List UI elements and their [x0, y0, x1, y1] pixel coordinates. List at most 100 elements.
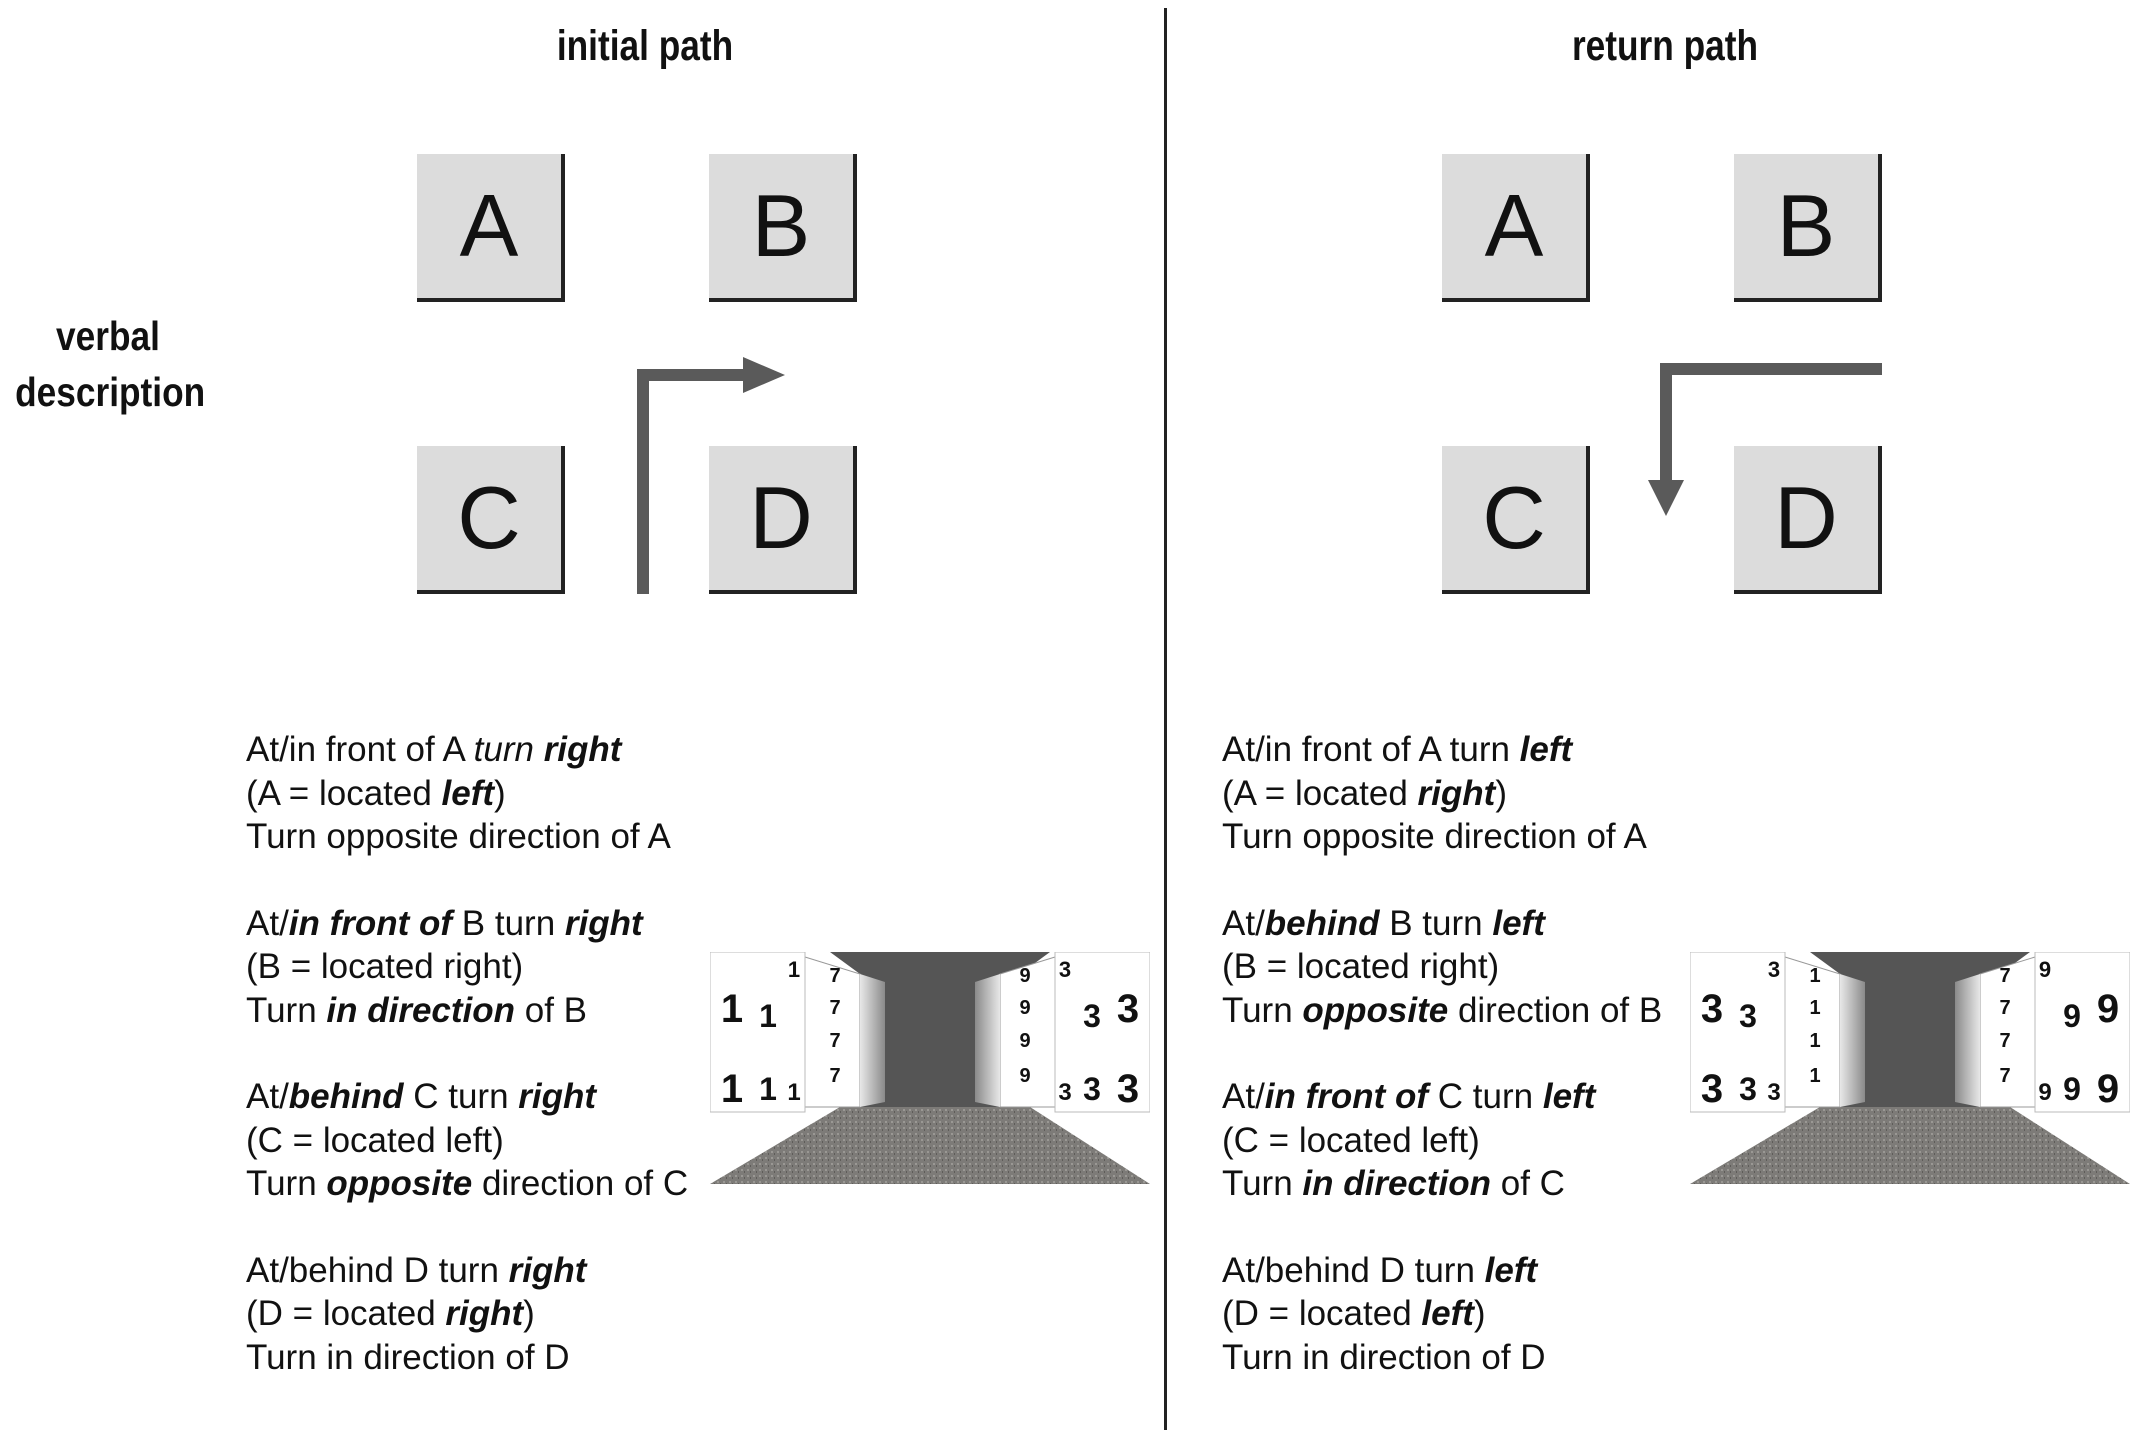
instruction-text: At/behind D turn [246, 1250, 509, 1290]
corridor-depth-wall-left [1840, 974, 1865, 1107]
instruction-text: left [1484, 1250, 1538, 1290]
instruction-text: right [518, 1077, 597, 1116]
instruction-text: opposite [326, 1164, 473, 1203]
box-c: C [417, 446, 565, 594]
wall-digit: 9 [1019, 1065, 1030, 1087]
instruction-text: (A = located [246, 773, 442, 813]
instruction-text: (C = located left) [1222, 1120, 1480, 1160]
instruction-group: At/behind C turn right(C = located left)… [246, 1075, 706, 1206]
instruction-text: left [441, 773, 495, 813]
wall-digit: 3 [1701, 1067, 1723, 1111]
instruction-text: At/ [246, 1077, 289, 1116]
instruction-text: ) [494, 773, 506, 813]
wall-digit: 7 [829, 1065, 840, 1087]
instruction-text: in direction [326, 990, 516, 1030]
instruction-line: At/behind C turn right [246, 1075, 706, 1119]
instruction-line: Turn opposite direction of C [246, 1162, 706, 1206]
wall-digit: 3 [1767, 1079, 1780, 1106]
instruction-line: Turn in direction of D [1222, 1336, 1682, 1380]
instruction-text: At/ [1222, 903, 1265, 943]
instruction-group: At/in front of A turn right(A = located … [246, 728, 706, 859]
instruction-group: At/in front of B turn right (B = located … [246, 902, 706, 1033]
wall-digit: 9 [1019, 1030, 1030, 1052]
instruction-text: Turn [1222, 990, 1303, 1030]
instruction-line: At/behind B turn left [1222, 902, 1682, 946]
wall-digit: 1 [1809, 1030, 1820, 1052]
instruction-text: right [543, 730, 622, 769]
corridor-depth-wall-left [860, 974, 885, 1107]
row-label: verbal description [15, 313, 206, 415]
box-c: C [1442, 446, 1590, 594]
wall-digit: 7 [829, 997, 840, 1019]
instruction-text: in direction [1302, 1164, 1492, 1203]
instruction-line: (B = located right) [1222, 945, 1682, 989]
instruction-text: left [1519, 730, 1573, 769]
wall-digit: 1 [759, 998, 777, 1034]
wall-digit: 7 [1999, 1065, 2010, 1087]
instruction-text: (B = located right) [246, 947, 524, 986]
wall-digit: 9 [2063, 998, 2081, 1034]
wall-digit: 9 [2097, 1067, 2119, 1111]
instruction-text: At/in front of A turn [1222, 730, 1520, 769]
wall-digit: 3 [1768, 957, 1780, 982]
instruction-text: right [508, 1250, 587, 1290]
instruction-group: At/behind B turn left(B = located right)… [1222, 902, 1682, 1033]
corridor-outer-wall-left [710, 952, 806, 1113]
instruction-text: B turn [452, 903, 565, 943]
instruction-text: ) [1495, 773, 1507, 813]
wall-digit: 1 [721, 987, 743, 1031]
instruction-text: ) [1473, 1294, 1486, 1333]
instructions-return: At/in front of A turn left(A = located r… [1222, 728, 1682, 1422]
wall-digit: 9 [2063, 1071, 2081, 1107]
wall-digit: 1 [787, 1079, 800, 1106]
box-d: D [1734, 446, 1882, 594]
wall-digit: 9 [1019, 965, 1030, 987]
instruction-text: direction of C [472, 1164, 689, 1203]
wall-digit: 1 [759, 1071, 777, 1107]
instruction-text: (C = located left) [246, 1120, 504, 1160]
instruction-text: Turn opposite direction of A [246, 817, 671, 856]
instruction-text: Turn [1222, 1164, 1303, 1203]
corridor-ceiling [830, 952, 1050, 974]
wall-digit: 7 [1999, 997, 2010, 1019]
corridor-ceiling [1810, 952, 2030, 974]
wall-digit: 9 [1019, 997, 1030, 1019]
instruction-group: At/behind D turn left(D = located left)T… [1222, 1249, 1682, 1380]
instruction-text: (A = located [1222, 773, 1418, 813]
wall-digit: 3 [1117, 1067, 1139, 1111]
instruction-text: At/behind D turn [1222, 1250, 1485, 1290]
box-a: A [417, 154, 565, 302]
instruction-line: At/in front of A turn right [246, 728, 706, 772]
instruction-text: behind [288, 1077, 404, 1116]
instructions-initial: At/in front of A turn right(A = located … [246, 728, 706, 1422]
wall-digit: 1 [1809, 997, 1820, 1019]
instruction-group: At/in front of A turn left(A = located r… [1222, 728, 1682, 859]
instruction-text: Turn in direction of D [1222, 1337, 1546, 1377]
wall-digit: 7 [1999, 1030, 2010, 1052]
instruction-text: opposite [1302, 990, 1449, 1030]
wall-digit: 9 [2038, 1079, 2051, 1106]
instruction-text: (D = located [246, 1294, 446, 1333]
wall-digit: 3 [1059, 957, 1071, 982]
instruction-text: C turn [1428, 1077, 1543, 1116]
wall-digit: 1 [1809, 965, 1820, 987]
instruction-text: right [564, 903, 643, 943]
wall-digit: 1 [788, 957, 800, 982]
box-a: A [1442, 154, 1590, 302]
instruction-text: in front of [288, 903, 453, 943]
wall-digit: 3 [1083, 1071, 1101, 1107]
instruction-text: Turn [246, 990, 327, 1030]
instruction-line: Turn opposite direction of A [1222, 815, 1682, 859]
instruction-line: (C = located left) [246, 1119, 706, 1163]
wall-digit: 3 [1083, 998, 1101, 1034]
instruction-text: C turn [403, 1077, 519, 1116]
wall-digit: 1 [1809, 1065, 1820, 1087]
wall-digit: 3 [1739, 998, 1757, 1034]
instruction-text: Turn [246, 1164, 327, 1203]
instruction-line: Turn opposite direction of B [1222, 989, 1682, 1033]
instruction-text: (B = located right) [1222, 947, 1500, 986]
panel-divider [1164, 8, 1167, 1430]
instruction-text: At/ [246, 903, 289, 943]
